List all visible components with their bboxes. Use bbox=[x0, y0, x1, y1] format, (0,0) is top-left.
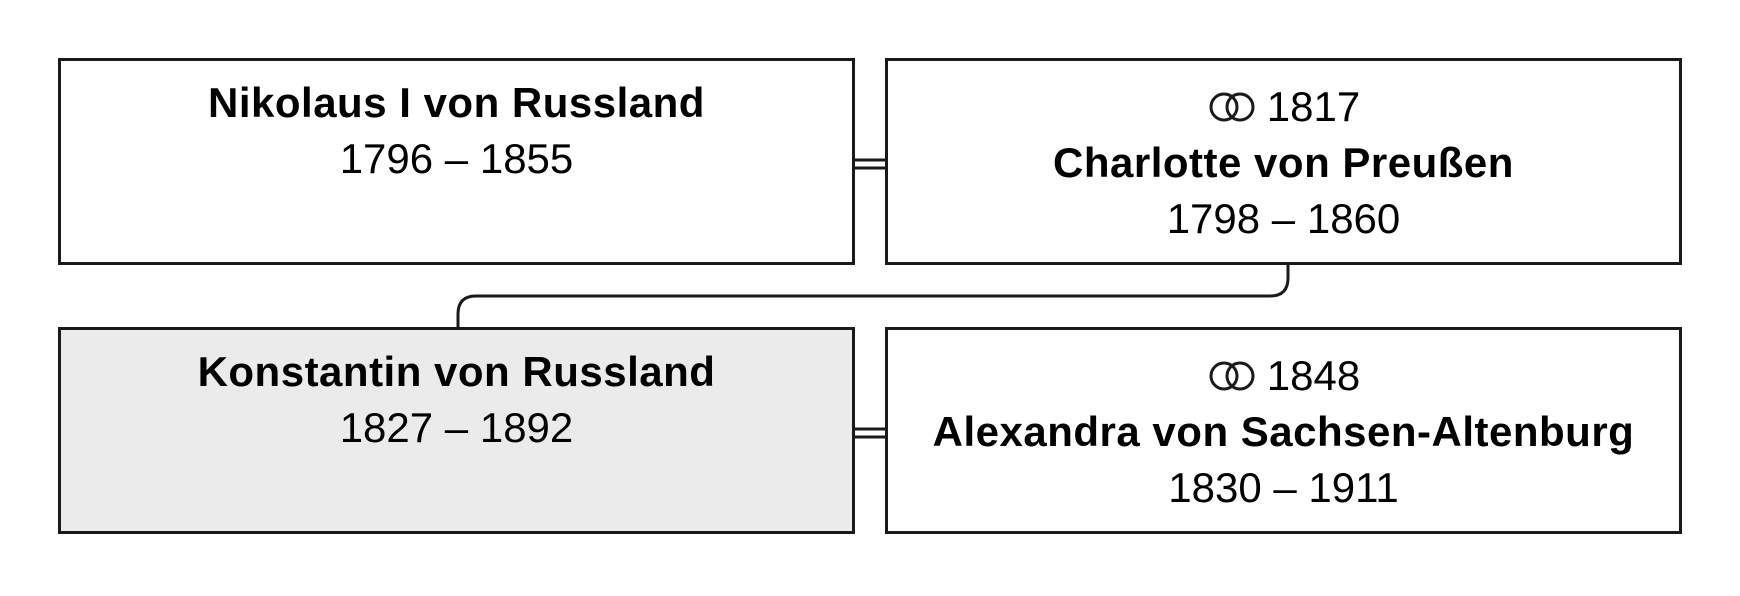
person-box-charlotte[interactable]: 1817 Charlotte von Preußen 1798 – 1860 bbox=[885, 58, 1682, 265]
descent-connector bbox=[456, 265, 1290, 327]
person-name: Charlotte von Preußen bbox=[1053, 139, 1514, 186]
person-name: Konstantin von Russland bbox=[197, 348, 716, 395]
marriage-info: 1848 bbox=[1207, 348, 1360, 404]
marriage-year: 1817 bbox=[1266, 83, 1361, 130]
wedding-rings-icon bbox=[1209, 361, 1255, 391]
person-dates: 1827 – 1892 bbox=[339, 404, 574, 451]
marriage-year: 1848 bbox=[1266, 352, 1361, 399]
person-dates: 1796 – 1855 bbox=[339, 135, 574, 182]
person-box-nikolaus[interactable]: Nikolaus I von Russland 1796 – 1855 bbox=[58, 58, 855, 265]
marriage-info: 1817 bbox=[1207, 79, 1360, 135]
person-name: Alexandra von Sachsen-Altenburg bbox=[932, 408, 1635, 455]
wedding-rings-icon bbox=[1209, 92, 1255, 122]
person-box-alexandra[interactable]: 1848 Alexandra von Sachsen-Altenburg 183… bbox=[885, 327, 1682, 534]
person-dates: 1798 – 1860 bbox=[1166, 195, 1401, 242]
person-dates: 1830 – 1911 bbox=[1168, 464, 1399, 511]
person-box-konstantin[interactable]: Konstantin von Russland 1827 – 1892 bbox=[58, 327, 855, 534]
person-name: Nikolaus I von Russland bbox=[208, 79, 705, 126]
